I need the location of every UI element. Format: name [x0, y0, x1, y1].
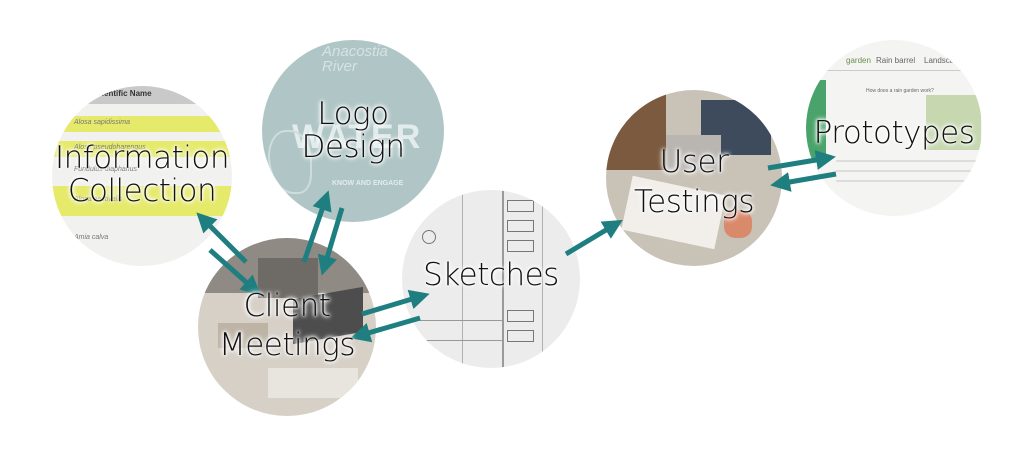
- user-label-line2: Testings: [633, 184, 755, 221]
- arrow-prototypes-to-user: [770, 171, 837, 192]
- table-row: Fundulus diaphanus: [74, 166, 138, 173]
- logo-text-top: Anacostia River: [322, 43, 388, 75]
- arrow-user-to-prototypes: [767, 150, 836, 171]
- arrow-information-to-client: [208, 248, 261, 296]
- prototypes-label: Prototypes: [800, 117, 988, 150]
- sketches-label-line1: Sketches: [423, 257, 559, 293]
- information-label-line2: Collection: [67, 172, 217, 209]
- sketch-thumbnail: [402, 190, 580, 368]
- arrow-client-to-information: [196, 212, 248, 264]
- proto-heading: How does a rain garden work?: [866, 88, 934, 94]
- table-header: Scientific Name: [92, 89, 152, 98]
- sketches-node: [402, 190, 580, 368]
- user-testings-node: [606, 90, 782, 266]
- information-collection-label: Information Collection: [52, 142, 232, 207]
- proto-nav-landscape: Landscape: [924, 56, 964, 65]
- prototypes-node: garden Rain barrel Landscape How does a …: [806, 40, 982, 216]
- logo-label-line1: Logo: [317, 96, 389, 132]
- table-row: Alosa aestivalis: [74, 196, 123, 203]
- client-meetings-label: Client Meetings: [198, 287, 376, 365]
- arrow-client-to-sketches: [361, 289, 430, 317]
- prototypes-label-line1: Prototypes: [813, 115, 975, 151]
- logo-thumbnail: Anacostia River WATER KNOW AND ENGAGE: [262, 40, 444, 222]
- information-collection-node: Scientific Name Alosa sapidissima Alosa …: [52, 86, 232, 266]
- information-label-line1: Information: [55, 140, 229, 176]
- client-label-line1: Client: [243, 288, 331, 324]
- logo-label-line2: Design: [301, 128, 405, 165]
- arrow-logo-to-client: [317, 207, 345, 276]
- species-table-thumbnail: Scientific Name Alosa sapidissima Alosa …: [52, 86, 232, 266]
- arrow-sketches-to-client: [350, 315, 421, 343]
- arrow-sketches-to-user-testings: [564, 219, 623, 257]
- logo-text-water: WATER: [292, 118, 423, 156]
- client-label-line2: Meetings: [218, 326, 356, 363]
- user-testing-photo: [606, 90, 782, 266]
- table-row: Amia calva: [74, 234, 109, 241]
- sketches-label: Sketches: [402, 259, 580, 292]
- logo-text-bottom: KNOW AND ENGAGE: [332, 180, 404, 187]
- user-label-line1: User: [659, 144, 729, 180]
- logo-design-node: Anacostia River WATER KNOW AND ENGAGE: [262, 40, 444, 222]
- user-testings-label: User Testings: [606, 142, 782, 223]
- table-row: Alosa pseudoharengus: [74, 144, 146, 151]
- logo-design-label: Logo Design: [262, 98, 444, 163]
- arrow-client-to-logo: [301, 190, 332, 263]
- prototype-thumbnail: garden Rain barrel Landscape How does a …: [806, 40, 982, 216]
- table-row: Alosa sapidissima: [74, 119, 131, 126]
- proto-nav-rain-barrel: Rain barrel: [876, 56, 916, 65]
- proto-nav-garden: garden: [846, 56, 871, 65]
